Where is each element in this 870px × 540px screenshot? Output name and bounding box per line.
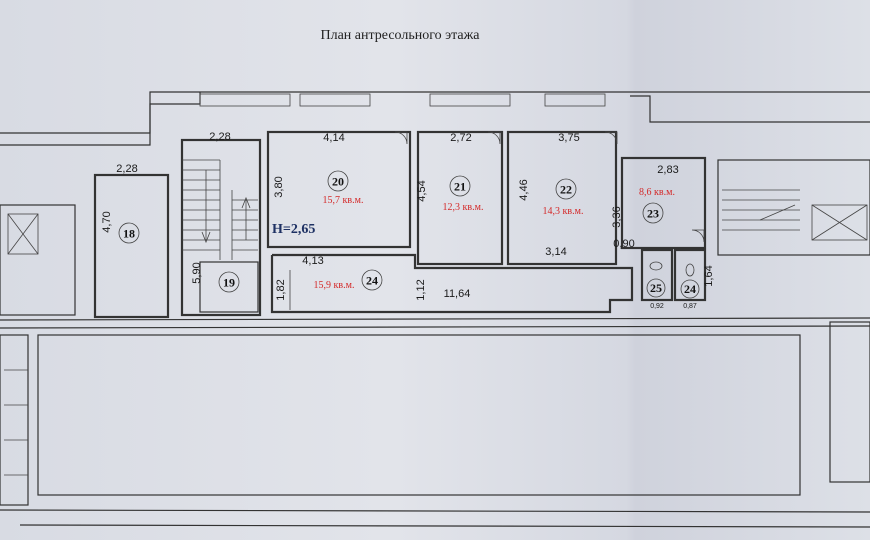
room-number-21: 21	[454, 180, 466, 194]
corridor-24	[270, 253, 634, 314]
wc-blocks	[640, 248, 707, 302]
dim-room20-width: 4,14	[323, 132, 344, 144]
room-number-circle-24	[361, 269, 383, 291]
dim-room21-width: 2,72	[450, 132, 471, 144]
room-number-18: 18	[123, 227, 135, 241]
room-number-22: 22	[560, 183, 572, 197]
dim-room22-lower: 3,14	[545, 246, 566, 258]
dim-room23-length: 3,36	[611, 206, 623, 227]
room-area-24: 15,9 кв.м.	[314, 280, 355, 291]
room-number-circle-18	[118, 222, 140, 244]
dimension-labels: 2,28 2,28 4,70 5,90 4,14 3,80 2,72 4,54 …	[101, 131, 715, 310]
room-number-19: 19	[223, 276, 235, 290]
room-number-circle-24-wc	[680, 279, 700, 299]
room-numbers: 18 19 20 21 22 23 24 25 24	[118, 170, 700, 299]
room-number-20: 20	[332, 175, 344, 189]
left-stair-block	[0, 204, 76, 316]
building-walls	[0, 91, 870, 528]
room-area-21: 12,3 кв.м.	[443, 202, 484, 213]
room-18	[93, 173, 170, 319]
dim-corridor-short: 1,82	[275, 279, 287, 300]
dim-wc25-width: 0,92	[650, 303, 664, 310]
room-number-circle-19	[218, 271, 240, 293]
room-number-24: 24	[366, 274, 378, 288]
dim-corridor-length: 11,64	[444, 288, 471, 300]
plan-title: План антресольного этажа	[320, 28, 480, 43]
ceiling-height-label: H=2,65	[272, 222, 315, 237]
room-21	[416, 130, 504, 266]
room-number-circle-25	[646, 278, 666, 298]
room-area-23: 8,6 кв.м.	[639, 187, 675, 198]
room-areas: 15,7 кв.м. 12,3 кв.м. 14,3 кв.м. 8,6 кв.…	[314, 187, 675, 291]
dim-room23-width: 2,83	[657, 164, 678, 176]
room-number-circle-22	[555, 178, 577, 200]
room-number-circle-21	[449, 175, 471, 197]
dim-room23-door: 0,90	[613, 238, 634, 250]
room-23	[620, 156, 707, 250]
dim-corridor-step: 1,12	[415, 279, 427, 300]
right-stair-block	[717, 159, 870, 256]
dim-stair-width: 2,28	[209, 131, 230, 143]
dim-room20-length: 3,80	[273, 176, 285, 197]
dim-wc-length: 1,64	[703, 265, 715, 286]
dim-room22-length: 4,46	[518, 179, 530, 200]
dim-room18-length: 4,70	[101, 211, 113, 232]
room-area-22: 14,3 кв.м.	[543, 206, 584, 217]
dim-room19-length: 5,90	[191, 262, 203, 283]
room-20	[266, 130, 412, 249]
room-number-circle-23	[642, 202, 664, 224]
dim-corridor-width: 4,13	[302, 255, 323, 267]
room-22	[506, 130, 618, 266]
dim-room21-length: 4,54	[416, 180, 428, 201]
room-number-24-wc: 24	[684, 282, 696, 296]
room-number-circle-20	[327, 170, 349, 192]
dim-wc24-width: 0,87	[683, 303, 697, 310]
lower-hall	[0, 321, 870, 506]
central-stair	[180, 138, 262, 317]
room-number-23: 23	[647, 207, 659, 221]
room-number-25: 25	[650, 281, 662, 295]
dim-room22-width: 3,75	[558, 132, 579, 144]
room-area-20: 15,7 кв.м.	[323, 195, 364, 206]
dim-room18-width: 2,28	[116, 163, 137, 175]
